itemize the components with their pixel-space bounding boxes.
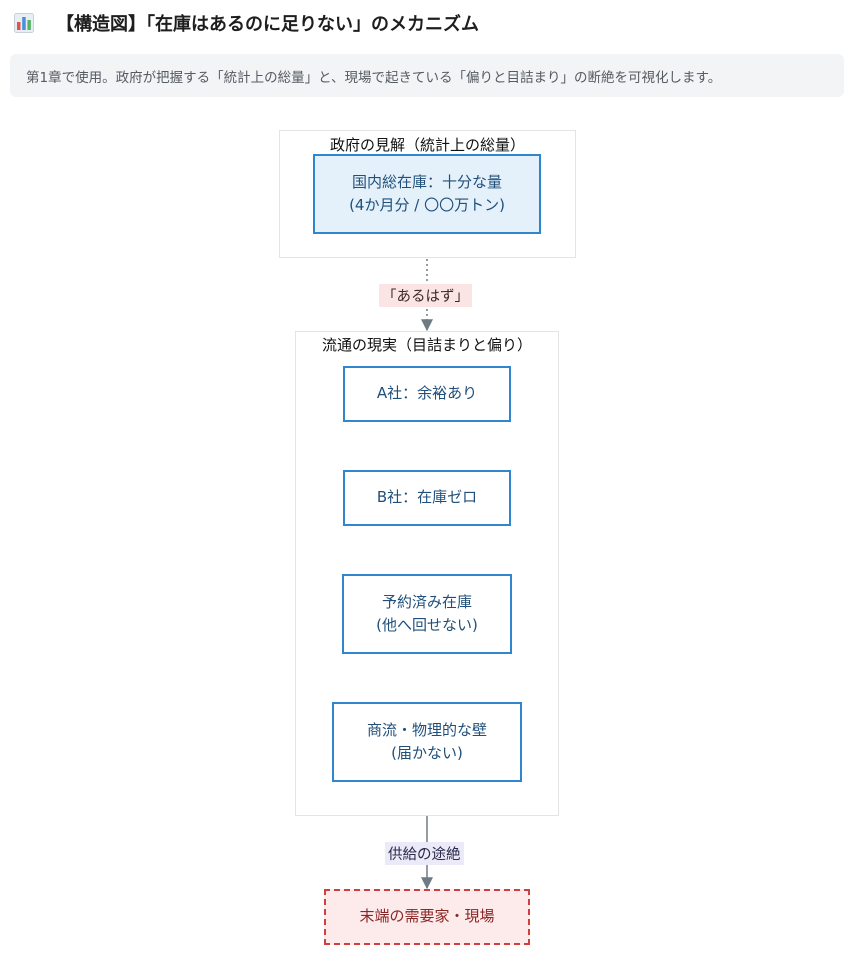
national-stock-node: 国内総在庫：十分な量 (4か月分 / 〇〇万トン) <box>313 154 541 234</box>
company-a-node: A社：余裕あり <box>343 366 511 422</box>
logistics-wall-node: 商流・物理的な壁 (届かない) <box>332 702 522 782</box>
company-b-node: B社：在庫ゼロ <box>343 470 511 526</box>
page-title: 【構造図】「在庫はあるのに足りない」のメカニズム <box>56 14 479 35</box>
company-a-label: A社：余裕あり <box>376 384 478 403</box>
page-header: 【構造図】「在庫はあるのに足りない」のメカニズム <box>14 10 479 36</box>
reserved-stock-line1: 予約済み在庫 <box>381 592 472 611</box>
end-user-node: 末端の需要家・現場 <box>324 889 530 945</box>
bar-chart-icon <box>14 13 34 33</box>
logistics-wall-line2: (届かない) <box>391 744 463 762</box>
reserved-stock-line2: (他へ回せない) <box>376 616 478 634</box>
logistics-wall-line1: 商流・物理的な壁 <box>366 720 487 739</box>
description-banner: 第1章で使用。政府が把握する「統計上の総量」と、現場で起きている「偏りと目詰まり… <box>10 54 844 97</box>
government-view-title: 政府の見解（統計上の総量） <box>329 136 525 154</box>
end-user-label: 末端の需要家・現場 <box>359 907 495 926</box>
reserved-stock-node: 予約済み在庫 (他へ回せない) <box>342 574 512 654</box>
national-stock-line2: (4か月分 / 〇〇万トン) <box>349 196 505 214</box>
distribution-reality-title: 流通の現実（目詰まりと偏り） <box>321 336 532 354</box>
company-b-label: B社：在庫ゼロ <box>376 488 478 507</box>
edge-label-supply-cut: 供給の途絶 <box>385 842 464 865</box>
edge-label-assumed: 「あるはず」 <box>379 284 472 307</box>
description-text: 第1章で使用。政府が把握する「統計上の総量」と、現場で起きている「偏りと目詰まり… <box>26 69 722 86</box>
national-stock-line1: 国内総在庫：十分な量 <box>351 172 502 191</box>
